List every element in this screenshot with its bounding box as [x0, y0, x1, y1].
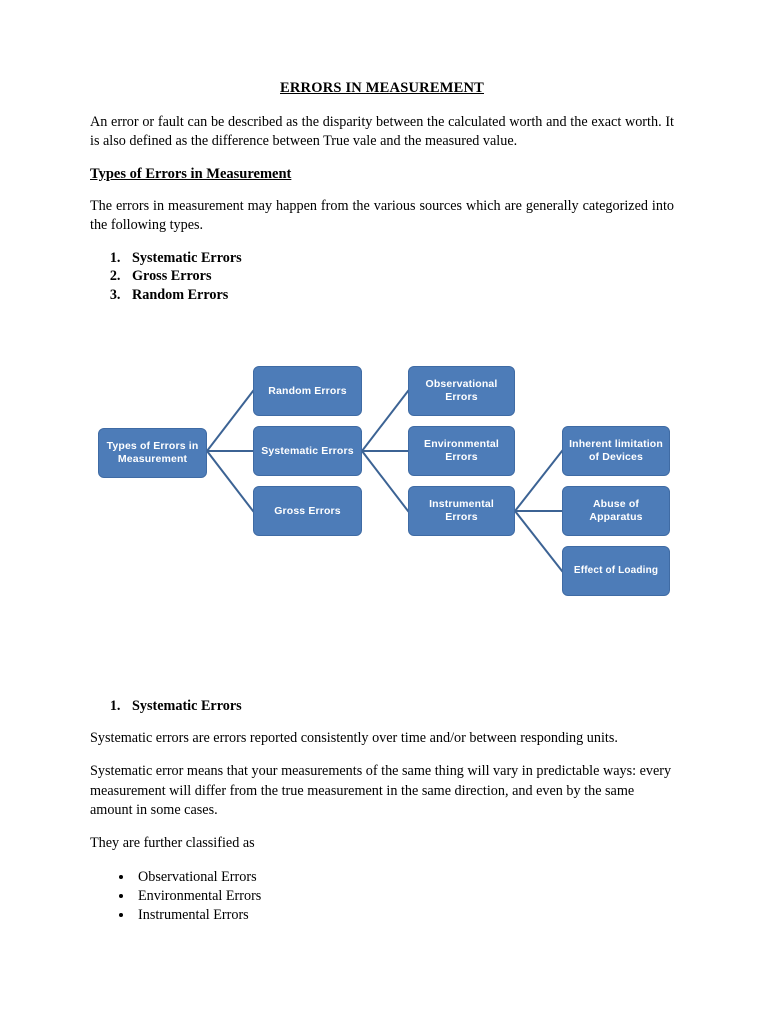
diagram-node-root[interactable]: Types of Errors in Measurement [98, 428, 207, 478]
types-paragraph: The errors in measurement may happen fro… [90, 197, 674, 233]
errors-classification-diagram: Types of Errors in Measurement Random Er… [90, 355, 690, 610]
page-title: ERRORS IN MEASUREMENT [280, 80, 484, 96]
section-heading-types: Types of Errors in Measurement [90, 165, 292, 182]
diagram-connector-lines [205, 389, 564, 573]
document-body-bottom: Systematic Errors Systematic errors are … [90, 698, 674, 926]
diagram-node-abuse-of-apparatus[interactable]: Abuse of Apparatus [562, 486, 670, 536]
connector-instrumental-loading [513, 509, 564, 573]
diagram-node-instrumental-errors[interactable]: Instrumental Errors [408, 486, 515, 536]
connector-systematic-instrumental [360, 449, 410, 513]
document-body-top: ERRORS IN MEASUREMENT An error or fault … [90, 80, 674, 304]
connector-root-random [205, 389, 255, 453]
diagram-node-systematic-errors[interactable]: Systematic Errors [253, 426, 362, 476]
section-heading-systematic: Systematic Errors [124, 698, 674, 715]
connector-instrumental-inherent [513, 449, 564, 513]
systematic-errors-heading-list: Systematic Errors [90, 698, 674, 715]
systematic-subtypes-list: Observational Errors Environmental Error… [90, 868, 674, 926]
list-item: Instrumental Errors [134, 906, 674, 925]
list-item: Random Errors [124, 286, 674, 304]
diagram-node-observational-errors[interactable]: Observational Errors [408, 366, 515, 416]
connector-root-gross [205, 449, 255, 513]
systematic-paragraph-1: Systematic errors are errors reported co… [90, 730, 618, 746]
types-numbered-list: Systematic Errors Gross Errors Random Er… [90, 249, 674, 304]
systematic-paragraph-3: They are further classified as [90, 835, 255, 852]
diagram-node-random-errors[interactable]: Random Errors [253, 366, 362, 416]
list-item: Systematic Errors [124, 249, 674, 267]
diagram-node-environmental-errors[interactable]: Environmental Errors [408, 426, 515, 476]
systematic-paragraph-2: Systematic error means that your measure… [90, 763, 672, 818]
diagram-node-inherent-limitation-of-devices[interactable]: Inherent limitation of Devices [562, 426, 670, 476]
connector-systematic-observational [360, 389, 410, 453]
list-item: Gross Errors [124, 267, 674, 285]
intro-paragraph: An error or fault can be described as th… [90, 114, 674, 150]
list-item: Observational Errors [134, 868, 674, 887]
diagram-node-effect-of-loading[interactable]: Effect of Loading [562, 546, 670, 596]
list-item: Environmental Errors [134, 887, 674, 906]
diagram-node-gross-errors[interactable]: Gross Errors [253, 486, 362, 536]
